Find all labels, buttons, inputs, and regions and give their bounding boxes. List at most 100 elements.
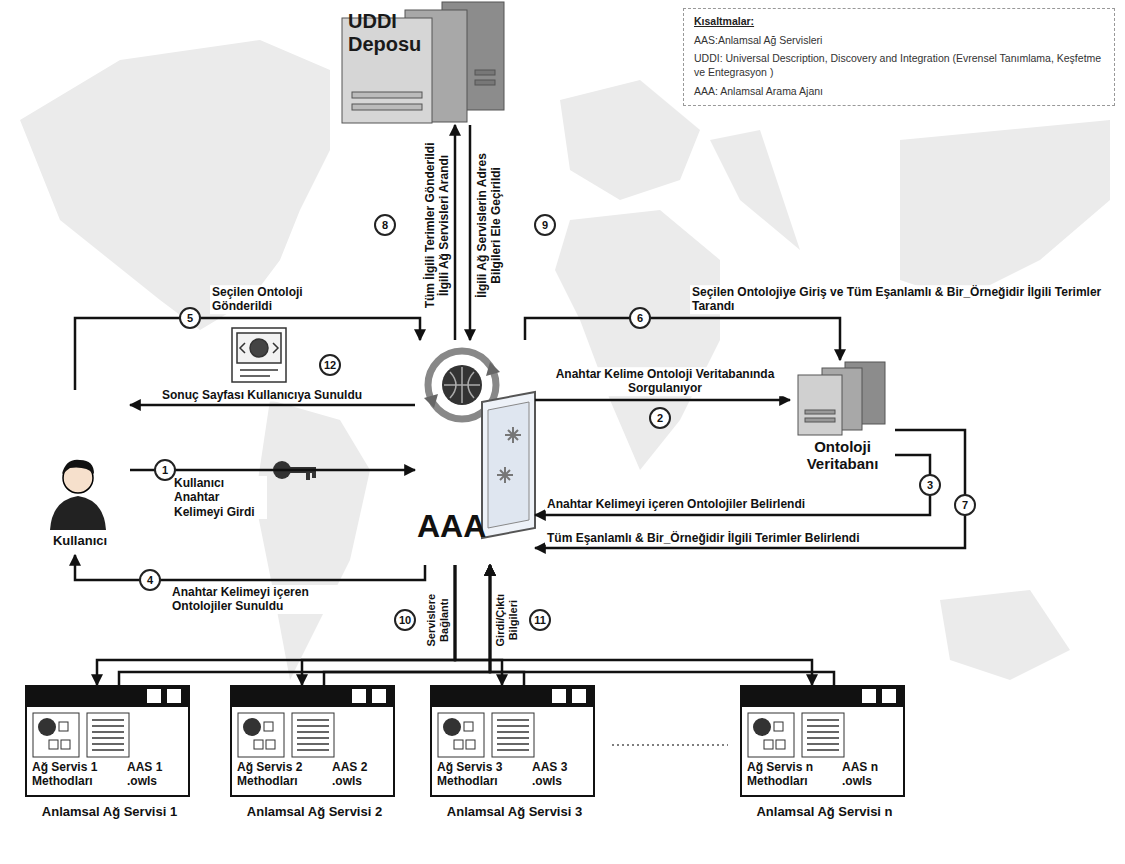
service-caption: Anlamsal Ağ Servisi 1 [7,805,212,820]
result-page-icon-part [232,328,286,382]
service-caption: Anlamsal Ağ Servisi 3 [412,805,617,820]
node-label: Ontoloji Veritabanı [790,438,895,473]
user-node: Kullanıcı [30,390,130,555]
user-figure [50,460,106,530]
service-window-icons-part [297,737,329,739]
service-window-icons-part [497,725,529,727]
flow-arrow [535,399,790,402]
service-window-icons-part [38,718,56,736]
service-window: Ağ Servis 1 MethodlarıAAS 1 .owlsAnlamsa… [25,685,190,797]
service-window-icons-part [807,749,839,751]
edge-label: Seçilen Ontoloji Gönderildi [210,285,355,314]
service-window-icons-part [807,737,839,739]
service-window-icons-part [87,713,129,757]
service-window-icons-part [464,722,473,731]
service-window-icons-part [774,722,783,731]
flow-arrow [119,565,490,685]
ontology-server-icon-part [805,410,835,414]
service-window-icons-part [230,685,395,707]
service-window: Ağ Servis 3 MethodlarıAAS 3 .owlsAnlamsa… [430,685,595,797]
node-label: Ağ Servis 3 Methodları [437,761,529,789]
world-map-part [900,120,1110,300]
service-window-icons-part [438,713,484,757]
key-icon-part [306,473,310,480]
service-window-icons-part [243,718,261,736]
service-window-icons [25,685,905,757]
node-label: Ağ Servis 2 Methodları [237,761,329,789]
service-window-icons-part [497,731,529,733]
service-window-icons-part [33,713,79,757]
service-window-icons-part [466,740,475,749]
node-label: AAA [417,508,497,545]
service-caption: Anlamsal Ağ Servisi n [722,805,927,820]
callout-number: 2 [649,407,671,429]
service-window-icons-part [740,685,905,707]
service-window-icons-part [430,685,595,707]
flow-arrow [324,565,490,685]
service-window-icons-part [25,685,190,707]
callout-number: 11 [529,609,551,631]
ontology-server-icon-part [805,418,835,422]
agent-icon-part [497,427,521,483]
service-window-icons-part [238,713,284,757]
flow-arrow [454,125,457,340]
service-window-icons-part [862,689,876,703]
legend-heading: Kısaltmalar: [694,15,1104,29]
service-window-icons-part [297,731,329,733]
service-window-icons-part [497,743,529,745]
service-window-icons-part [753,718,771,736]
legend-entry: AAA: Anlamsal Arama Ajanı [694,85,1104,99]
world-map-part [255,400,370,680]
service-window-icons-part [807,725,839,727]
callout-number: 10 [394,609,416,631]
uddi-server-icon-part [475,80,495,85]
key-icon-part [312,473,316,478]
ontology-server-icon-part [798,375,842,435]
edge-label: İlgili Ağ Servislerin Adres Bilgileri El… [474,135,503,315]
service-window-icons-part [776,740,785,749]
service-window-icons-part [492,713,534,757]
callout-number: 9 [534,214,556,236]
result-page-icon-part [240,369,278,371]
agent-icon-part [482,392,535,538]
node-label: Ağ Servis 1 Methodları [32,761,124,789]
service-window-icons-part [807,743,839,745]
agent-icon-part [424,394,438,408]
flow-arrow [97,565,455,685]
service-window-icons-part [297,749,329,751]
callout-number: 8 [374,214,396,236]
user-figure-part [50,496,106,530]
edge-label: Anahtar Kelime Ontoloji Veritabanında So… [545,367,785,396]
service-window-icons-part [748,713,794,757]
flow-arrow [130,404,415,407]
service-window-icons-part [297,743,329,745]
service-window-icons-part [764,740,773,749]
abbreviation-box: Kısaltmalar:AAS:Anlamsal Ağ ServisleriUD… [683,8,1115,106]
agent-icon-part [486,362,500,376]
edge-label: Tüm Eşanlamlı & Bir_Örneğidir İlgili Ter… [545,531,950,545]
ontology-db-node: Ontoloji Veritabanı [790,360,895,485]
service-window-icons-part [92,737,124,739]
service-window: Ağ Servis 2 MethodlarıAAS 2 .owlsAnlamsa… [230,685,395,797]
service-window-icons-part [807,719,839,721]
edge-label: Anahtar Kelimeyi içeren Ontolojiler Beli… [545,497,925,511]
flow-arrow [302,565,455,685]
flow-arrow [75,318,420,390]
ellipsis-dots [612,744,728,746]
callout-number: 6 [629,307,651,329]
service-window-icons-part [254,740,263,749]
result-page-icon [232,328,286,382]
node-label: Kullanıcı [30,534,130,549]
user-figure-part [62,460,94,474]
service-window-icons-part [59,722,68,731]
node-label: AAS 3 .owls [532,761,594,789]
legend-entry: UDDI: Universal Description, Discovery a… [694,52,1104,79]
service-window-icons-part [552,689,566,703]
agent-node: AAA [415,340,535,565]
service-window-icons-part [147,689,161,703]
service-window-icons-part [264,722,273,731]
service-window-icons-part [297,725,329,727]
repository-node: UDDI Deposu [340,2,510,125]
node-label: Ağ Servis n Methodları [747,761,839,789]
